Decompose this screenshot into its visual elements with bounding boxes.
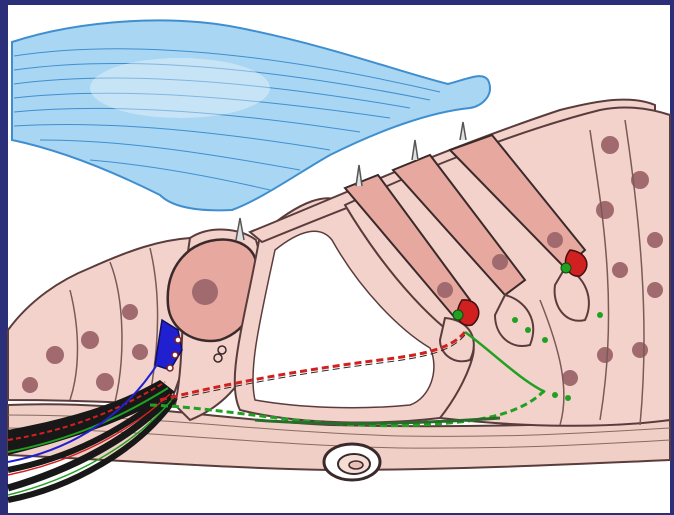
tectorial-membrane-highlight xyxy=(90,58,270,118)
blood-vessel xyxy=(324,444,380,480)
inner-hair-cell-nucleus xyxy=(192,279,218,305)
